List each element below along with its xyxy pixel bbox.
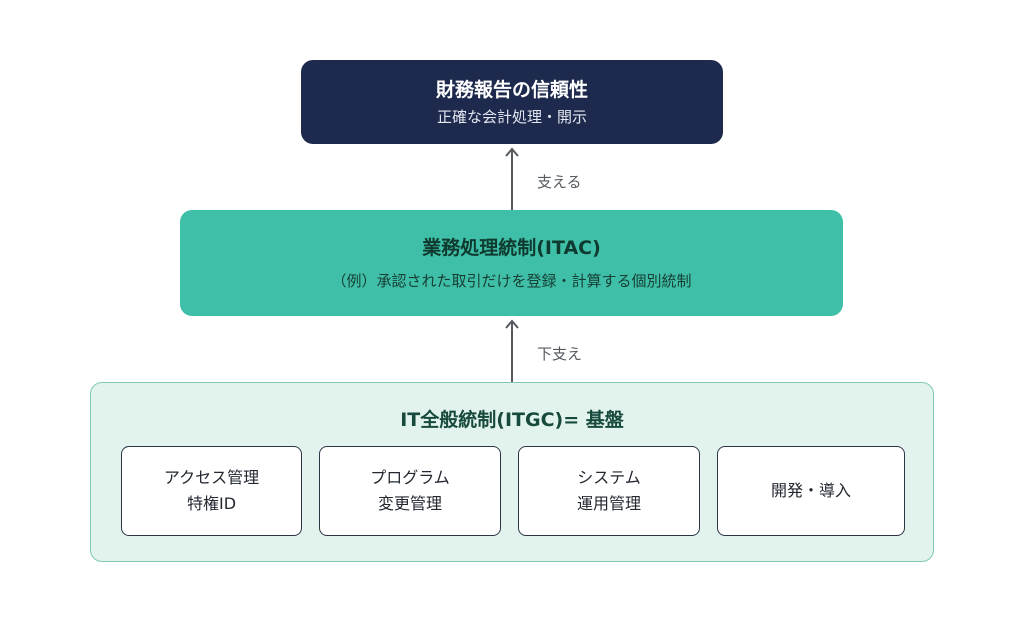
financial-reporting-subtitle: 正確な会計処理・開示 — [436, 107, 587, 126]
program-change-item: プログラム 変更管理 — [319, 446, 501, 536]
development-item: 開発・導入 — [717, 446, 905, 536]
lower-arrow-icon — [504, 318, 520, 382]
item-line1: システム — [577, 468, 641, 487]
item-line2: 変更管理 — [377, 494, 442, 513]
item-line1: アクセス管理 — [163, 468, 260, 487]
itgc-box: IT全般統制(ITGC)= 基盤 アクセス管理 特権ID プログラム 変更管理 … — [90, 382, 934, 562]
itac-box: 業務処理統制(ITAC) （例）承認された取引だけを登録・計算する個別統制 — [180, 210, 843, 316]
itgc-title: IT全般統制(ITGC)= 基盤 — [400, 409, 624, 431]
item-line1: プログラム — [370, 468, 450, 487]
upper-arrow-label: 支える — [537, 173, 582, 191]
system-operation-item: システム 運用管理 — [518, 446, 700, 536]
financial-reporting-title: 財務報告の信頼性 — [435, 78, 588, 101]
item-line2: 運用管理 — [576, 494, 641, 513]
item-line1: 開発・導入 — [770, 481, 851, 500]
itac-subtitle: （例）承認された取引だけを登録・計算する個別統制 — [331, 271, 692, 290]
financial-reporting-box: 財務報告の信頼性 正確な会計処理・開示 — [301, 60, 723, 144]
upper-arrow-icon — [504, 146, 520, 210]
item-line2: 特権ID — [186, 494, 237, 513]
access-management-item: アクセス管理 特権ID — [121, 446, 302, 536]
itac-title: 業務処理統制(ITAC) — [422, 236, 601, 259]
lower-arrow-label: 下支え — [537, 345, 583, 363]
